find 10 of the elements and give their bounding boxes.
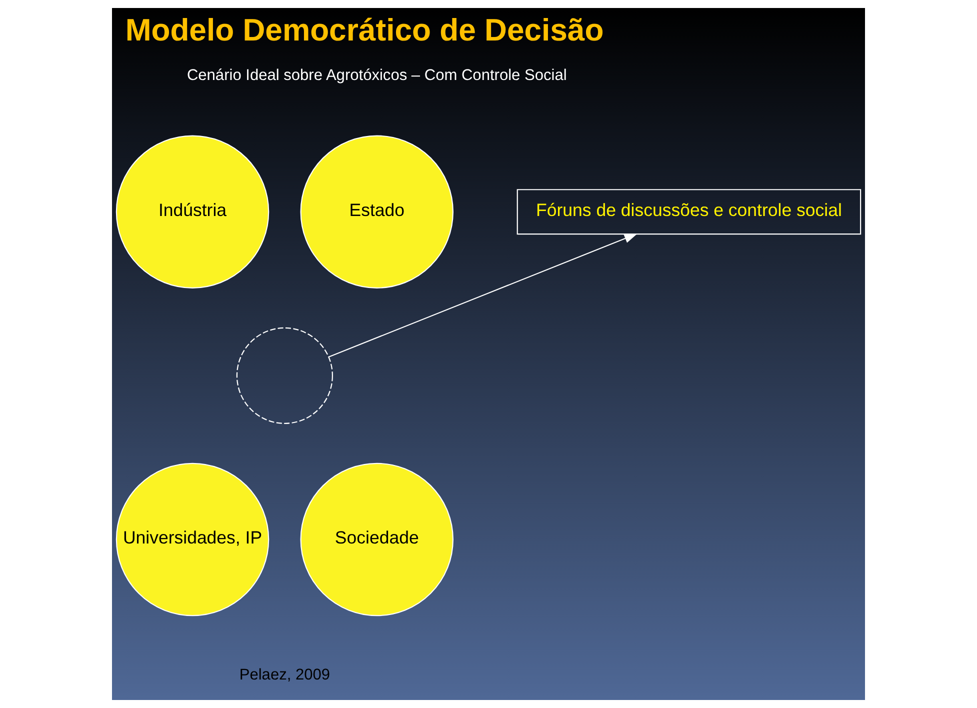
node-circle: Indústria xyxy=(116,135,270,288)
diagram-title: Modelo Democrático de Decisão xyxy=(125,12,604,48)
label: Cenário Ideal sobre Agrotóxicos – Com Controle Social xyxy=(186,66,567,84)
label: Pelaez, 2009 xyxy=(239,666,330,684)
node-circle: Estado xyxy=(300,135,454,288)
node-circle: Universidades, IP xyxy=(116,462,270,616)
node-box: Fóruns de discussões e controle social xyxy=(516,189,862,235)
node-circle: Sociedade xyxy=(300,462,454,616)
node-circle xyxy=(236,327,334,424)
arrow xyxy=(328,233,638,358)
